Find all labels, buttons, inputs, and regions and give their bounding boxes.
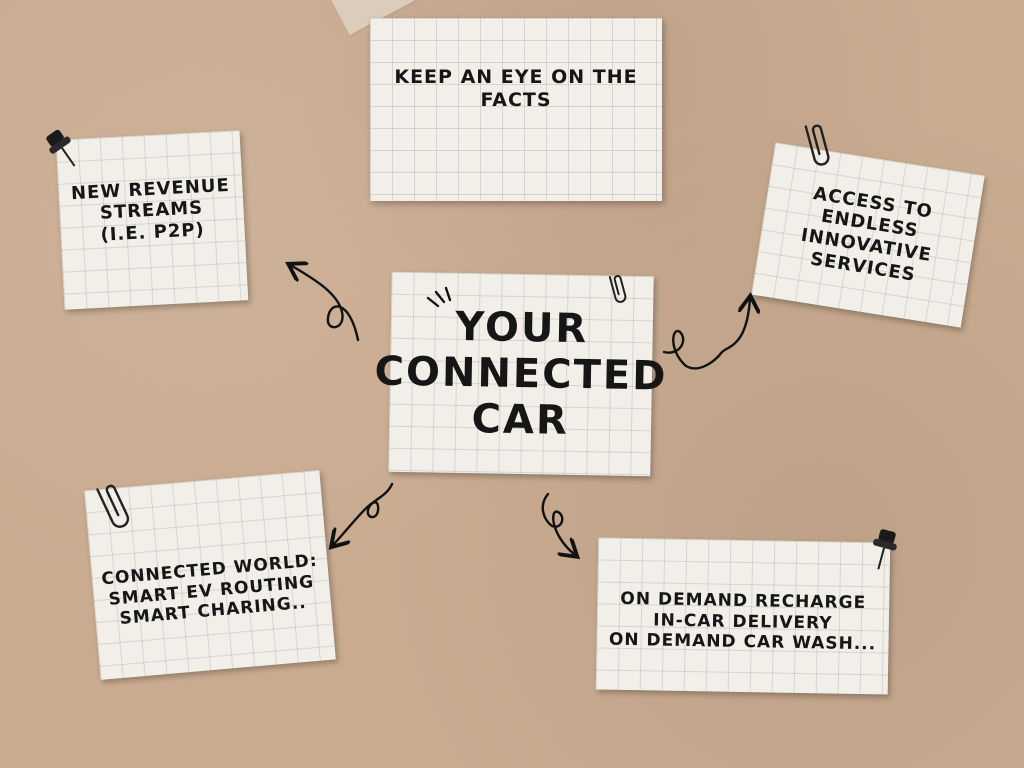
paperclip-icon <box>608 275 627 303</box>
paperclip-icon <box>96 484 130 528</box>
pushpin-icon <box>46 129 76 167</box>
pushpin-icon <box>873 529 897 570</box>
curly-arrow <box>334 482 394 544</box>
paperclip-icon <box>804 124 830 166</box>
curly-arrow <box>292 266 360 342</box>
card-facts-line: Keep an eye on the facts <box>394 65 638 111</box>
curly-arrow <box>662 300 750 370</box>
curly-arrow <box>541 492 574 554</box>
spark-lines <box>426 286 452 308</box>
card-facts: Keep an eye on the facts <box>370 18 662 201</box>
